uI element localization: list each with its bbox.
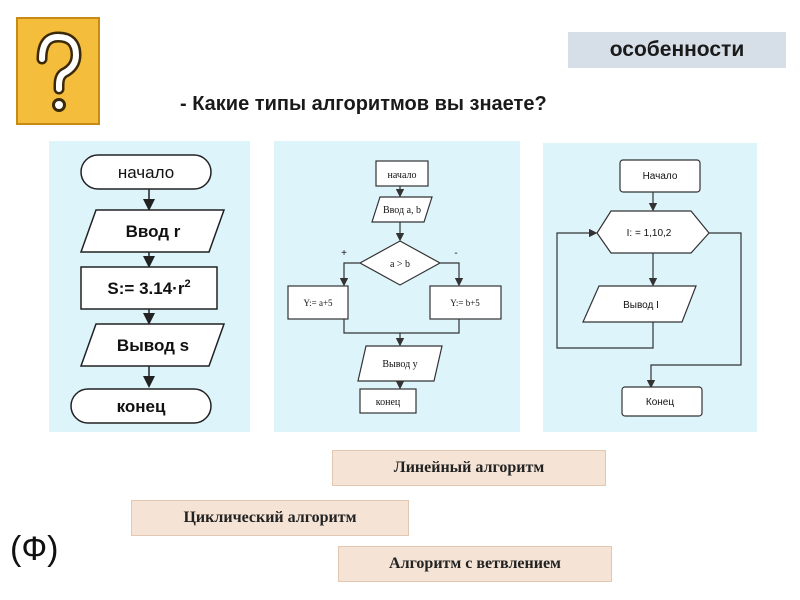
branch-yes-box <box>287 285 349 320</box>
branch-no-label: Y:= b+5 <box>450 298 480 308</box>
loop-hexagon <box>596 210 710 254</box>
condition-diamond <box>358 240 442 286</box>
condition-label: a > b <box>390 259 410 270</box>
no-sign: - <box>454 248 457 259</box>
input-parallelogram <box>79 209 226 253</box>
question-mark-glyph <box>36 31 82 112</box>
question-text: - Какие типы алгоритмов вы знаете? <box>180 93 547 115</box>
start-label: начало <box>388 170 417 181</box>
branching-algorithm-label[interactable]: Алгоритм с ветвлением <box>338 546 612 582</box>
output-parallelogram <box>79 323 226 367</box>
input-label: Ввод r <box>126 222 181 241</box>
start-box <box>619 159 701 193</box>
flowchart-branching: начало Ввод a, b a > b + - Y:= a+5 Y:= b… <box>274 141 520 432</box>
end-label: Конец <box>646 397 674 408</box>
end-box <box>621 386 703 417</box>
output-parallelogram <box>582 285 697 323</box>
output-label: Вывод I <box>623 300 659 311</box>
start-terminal <box>80 154 212 190</box>
output-label: Вывод y <box>382 359 417 370</box>
input-label: Ввод a, b <box>383 205 421 216</box>
cyclic-algorithm-label[interactable]: Циклический алгоритм <box>131 500 409 536</box>
start-label: начало <box>118 163 174 182</box>
output-parallelogram <box>357 345 443 382</box>
branch-no-box <box>429 285 502 320</box>
linear-algorithm-label[interactable]: Линейный алгоритм <box>332 450 606 486</box>
branch-yes-label: Y:= a+5 <box>303 298 333 308</box>
question-mark-icon <box>16 17 100 125</box>
start-box <box>375 160 429 187</box>
flowchart-linear: начало Ввод r S:= 3.14·r2 Вывод s конец <box>49 141 250 432</box>
features-badge[interactable]: особенности <box>568 32 786 68</box>
end-terminal <box>70 388 212 424</box>
yes-sign: + <box>341 248 347 259</box>
process-label: S:= 3.14·r2 <box>107 278 190 298</box>
input-parallelogram <box>371 196 433 223</box>
process-box <box>80 266 218 310</box>
start-label: Начало <box>643 171 678 182</box>
end-label: конец <box>117 397 166 416</box>
flowchart-cyclic: Начало I: = 1,10,2 Вывод I Конец <box>543 143 757 432</box>
end-label: конец <box>376 397 401 408</box>
loop-label: I: = 1,10,2 <box>627 228 672 239</box>
output-label: Вывод s <box>117 336 189 355</box>
end-box <box>359 388 417 414</box>
corner-mark: (Ф) <box>10 530 59 568</box>
